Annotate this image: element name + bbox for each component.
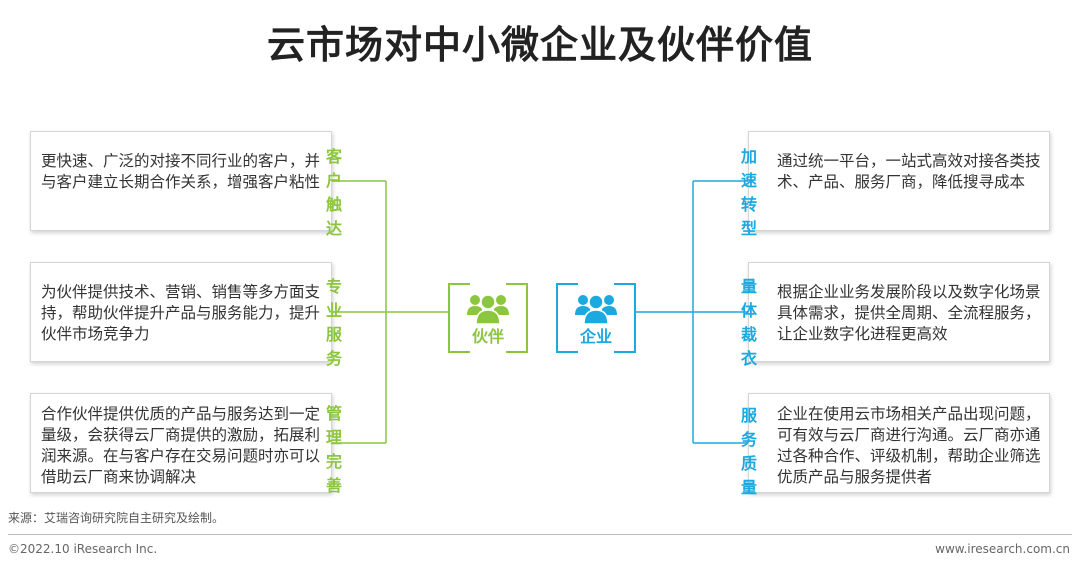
label-accelerate: 加速转型: [740, 147, 757, 238]
card-text: 根据企业业务发展阶段以及数字化场景具体需求，提供全周期、全流程服务，让企业数字化…: [777, 283, 1041, 343]
source-note: 来源：艾瑞咨询研究院自主研究及绘制。: [8, 511, 225, 525]
hub-bracket: [448, 283, 528, 353]
people-group-icon: [575, 294, 617, 325]
footer-copyright: ©2022.10 iResearch Inc.: [8, 542, 158, 556]
partner-hub-label: 伙伴: [471, 327, 504, 346]
card-text: 更快速、广泛的对接不同行业的客户，并与客户建立长期合作关系，增强客户粘性: [41, 152, 321, 191]
right-card-tailored: 根据企业业务发展阶段以及数字化场景具体需求，提供全周期、全流程服务，让企业数字化…: [748, 262, 1050, 362]
card-text: 合作伙伴提供优质的产品与服务达到一定量级，会获得云厂商提供的激励，拓展利润来源。…: [41, 405, 321, 486]
right-card-service-quality: 企业在使用云市场相关产品出现问题，可有效与云厂商进行沟通。云厂商亦通过各种合作、…: [748, 393, 1050, 493]
card-text: 企业在使用云市场相关产品出现问题，可有效与云厂商进行沟通。云厂商亦通过各种合作、…: [777, 405, 1041, 486]
people-group-icon: [467, 294, 509, 325]
left-card-customer-reach: 更快速、广泛的对接不同行业的客户，并与客户建立长期合作关系，增强客户粘性: [30, 131, 332, 231]
enterprise-hub: 企业: [556, 283, 636, 353]
card-text: 通过统一平台，一站式高效对接各类技术、产品、服务厂商，降低搜寻成本: [777, 152, 1041, 191]
card-text: 为伙伴提供技术、营销、销售等多方面支持，帮助伙伴提升产品与服务能力，提升伙伴市场…: [41, 283, 321, 343]
label-customer-reach: 客户触达: [325, 147, 342, 238]
right-card-accelerate: 通过统一平台，一站式高效对接各类技术、产品、服务厂商，降低搜寻成本: [748, 131, 1050, 231]
partner-hub: 伙伴: [448, 283, 528, 353]
enterprise-hub-label: 企业: [579, 327, 612, 346]
hub-bracket: [556, 283, 636, 353]
left-card-management: 合作伙伴提供优质的产品与服务达到一定量级，会获得云厂商提供的激励，拓展利润来源。…: [30, 393, 332, 493]
label-tailored: 量体裁衣: [740, 277, 757, 368]
footer-divider: [8, 534, 1072, 535]
left-card-professional-service: 为伙伴提供技术、营销、销售等多方面支持，帮助伙伴提升产品与服务能力，提升伙伴市场…: [30, 262, 332, 362]
label-professional-service: 专业服务: [325, 277, 342, 368]
label-service-quality: 服务质量: [740, 406, 757, 497]
footer-website[interactable]: www.iresearch.com.cn: [935, 542, 1070, 556]
page-title: 云市场对中小微企业及伙伴价值: [266, 23, 813, 67]
label-management: 管理完善: [325, 404, 342, 495]
